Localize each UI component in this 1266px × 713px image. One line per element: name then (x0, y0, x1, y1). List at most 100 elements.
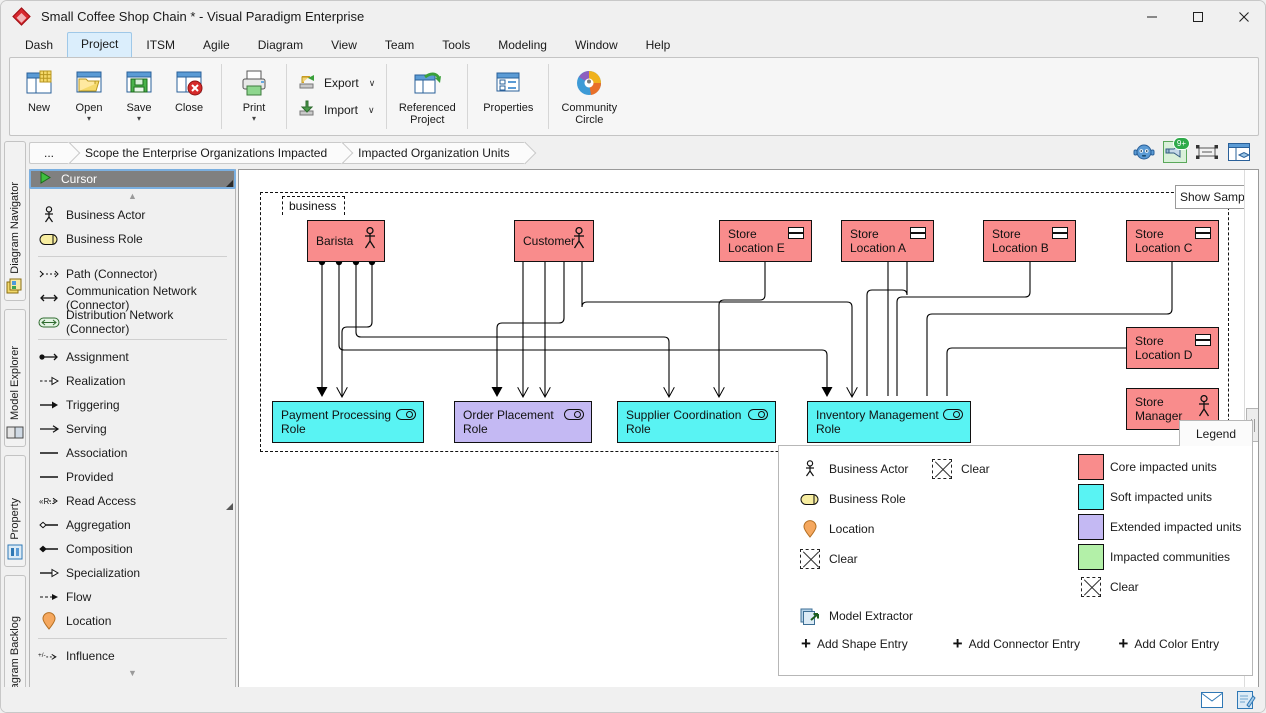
legend-entry-shape-1[interactable]: Business Role (795, 484, 975, 514)
menu-tab-dash[interactable]: Dash (25, 38, 54, 52)
import-button[interactable]: Import ∨ (294, 97, 379, 124)
palette-item-specialization[interactable]: Specialization (30, 561, 235, 585)
message-envelope-icon[interactable] (1199, 690, 1225, 710)
diagram-node-storeB[interactable]: Store Location B (983, 220, 1076, 262)
menu-tab-diagram[interactable]: Diagram (257, 38, 304, 52)
export-caret-icon[interactable]: ∨ (368, 77, 376, 88)
print-dropdown-caret-icon[interactable]: ▾ (251, 114, 256, 123)
legend-color-entry-4[interactable]: Clear (1076, 572, 1251, 602)
referenced-project-button[interactable]: Referenced Project (394, 61, 460, 132)
legend-add-connector-entry-button[interactable]: +Add Connector Entry (947, 634, 1113, 654)
palette-item-flow[interactable]: Flow (30, 585, 235, 609)
menu-tab-view[interactable]: View (331, 38, 357, 52)
selection-frame-icon[interactable] (1195, 142, 1219, 165)
diagram-node-barista[interactable]: Barista (307, 220, 385, 262)
palette-item-association[interactable]: Association (30, 441, 235, 465)
palette-item-influence[interactable]: +/-Influence (30, 644, 235, 668)
palette-resize-handle[interactable] (226, 503, 233, 510)
palette-scroll-down-icon[interactable]: ▼ (128, 668, 137, 678)
legend-model-extractor[interactable]: Model Extractor (795, 601, 995, 631)
palette-item-communication-network-connector[interactable]: Communication Network (Connector) (30, 284, 235, 312)
palette-item-triggering[interactable]: Triggering (30, 393, 235, 417)
layers-panel-icon[interactable] (1227, 142, 1251, 165)
maximize-button[interactable] (1175, 1, 1221, 32)
side-tab-diagram-navigator[interactable]: Diagram Navigator (4, 141, 26, 301)
legend-entry-connector-0[interactable]: Clear (927, 454, 1077, 484)
export-button[interactable]: Export ∨ (294, 70, 379, 97)
legend-color-entry-3[interactable]: Impacted communities (1076, 542, 1251, 572)
close-button[interactable] (1221, 1, 1265, 32)
print-button[interactable]: Print ▾ (229, 61, 279, 132)
menu-tab-team[interactable]: Team (384, 38, 415, 52)
menu-tab-tools[interactable]: Tools (442, 38, 471, 52)
diagram-node-storeA[interactable]: Store Location A (841, 220, 934, 262)
breadcrumb-item-1[interactable]: Scope the Enterprise Organizations Impac… (70, 142, 344, 164)
new-button[interactable]: New (14, 61, 64, 132)
legend-entry-shape-2[interactable]: Location (795, 514, 975, 544)
palette-item-read-access[interactable]: «R..Read Access (30, 489, 235, 513)
side-tab-property[interactable]: Property (4, 455, 26, 567)
legend-color-entry-1[interactable]: Soft impacted units (1076, 482, 1251, 512)
diagram-group-business[interactable]: business (260, 192, 1229, 452)
diagram-node-storeC[interactable]: Store Location C (1126, 220, 1219, 262)
palette-item-serving[interactable]: Serving (30, 417, 235, 441)
announcement-icon[interactable]: 9+ (1163, 136, 1190, 166)
open-dropdown-caret-icon[interactable]: ▾ (86, 114, 91, 123)
menu-tab-agile[interactable]: Agile (203, 38, 230, 52)
palette-scroll-up-icon[interactable]: ▲ (128, 191, 137, 201)
diagram-node-storeD[interactable]: Store Location D (1126, 327, 1219, 369)
color-swatch (1076, 544, 1106, 570)
side-tab-model-explorer[interactable]: Model Explorer (4, 309, 26, 447)
import-caret-icon[interactable]: ∨ (368, 104, 375, 115)
palette-cursor-item[interactable]: Cursor (29, 169, 236, 189)
properties-button[interactable]: Properties (475, 61, 541, 132)
menu-tab-help[interactable]: Help (645, 38, 671, 52)
legend-color-entry-0[interactable]: Core impacted units (1076, 452, 1251, 482)
save-dropdown-caret-icon[interactable]: ▾ (136, 114, 141, 123)
menu-tab-itsm[interactable]: ITSM (146, 38, 176, 52)
palette-item-business-role[interactable]: Business Role (30, 227, 235, 251)
diagram-canvas[interactable]: business (238, 169, 1259, 689)
ribbon-group-print: Print ▾ (225, 58, 283, 135)
bot-assistant-icon[interactable] (1133, 142, 1155, 165)
ribbon-group-exchange: Export ∨ Import ∨ (290, 58, 383, 135)
palette-item-business-actor[interactable]: Business Actor (30, 203, 235, 227)
palette-item-aggregation[interactable]: Aggregation (30, 513, 235, 537)
palette-item-distribution-network-connector[interactable]: Distribution Network (Connector) (30, 308, 235, 336)
breadcrumb-item-2[interactable]: Impacted Organization Units (343, 142, 526, 164)
palette-item-path-connector[interactable]: Path (Connector) (30, 262, 235, 286)
diagram-node-customer[interactable]: Customer (514, 220, 594, 262)
menu-tab-window[interactable]: Window (574, 38, 618, 52)
legend-entry-label: Clear (829, 552, 858, 566)
legend-add-shape-entry-button[interactable]: +Add Shape Entry (795, 634, 947, 654)
diagram-node-storeE[interactable]: Store Location E (719, 220, 812, 262)
realization-icon (38, 372, 60, 390)
legend-entry-shape-0[interactable]: Business Actor (795, 454, 975, 484)
community-circle-button[interactable]: Community Circle (556, 61, 622, 132)
palette-item-provided[interactable]: Provided (30, 465, 235, 489)
diagram-node-order[interactable]: Order Placement Role (454, 401, 592, 443)
properties-icon (492, 67, 524, 99)
legend-add-color-entry-button[interactable]: +Add Color Entry (1112, 634, 1245, 654)
diagram-node-supplier[interactable]: Supplier Coordination Role (617, 401, 776, 443)
palette-item-location[interactable]: Location (30, 609, 235, 633)
notes-edit-icon[interactable] (1233, 690, 1259, 710)
close-button-ribbon[interactable]: Close (164, 61, 214, 132)
palette-resize-corner-icon[interactable] (226, 180, 233, 187)
palette-item-assignment[interactable]: Assignment (30, 345, 235, 369)
legend-tab[interactable]: Legend (1179, 420, 1253, 446)
palette-item-realization[interactable]: Realization (30, 369, 235, 393)
menu-tab-project[interactable]: Project (67, 32, 133, 58)
minimize-button[interactable] (1129, 1, 1175, 32)
diagram-node-inventory[interactable]: Inventory Management Role (807, 401, 971, 443)
legend-entry-shape-3[interactable]: Clear (795, 544, 975, 574)
legend-color-entry-2[interactable]: Extended impacted units (1076, 512, 1251, 542)
diagram-node-payment[interactable]: Payment Processing Role (272, 401, 424, 443)
community-circle-label-1: Community (561, 102, 618, 114)
open-button[interactable]: Open ▾ (64, 61, 114, 132)
breadcrumb-item-0[interactable]: ... (29, 142, 71, 164)
save-button[interactable]: Save ▾ (114, 61, 164, 132)
node-icon (1195, 334, 1211, 346)
menu-tab-modeling[interactable]: Modeling (498, 38, 547, 52)
palette-item-composition[interactable]: Composition (30, 537, 235, 561)
